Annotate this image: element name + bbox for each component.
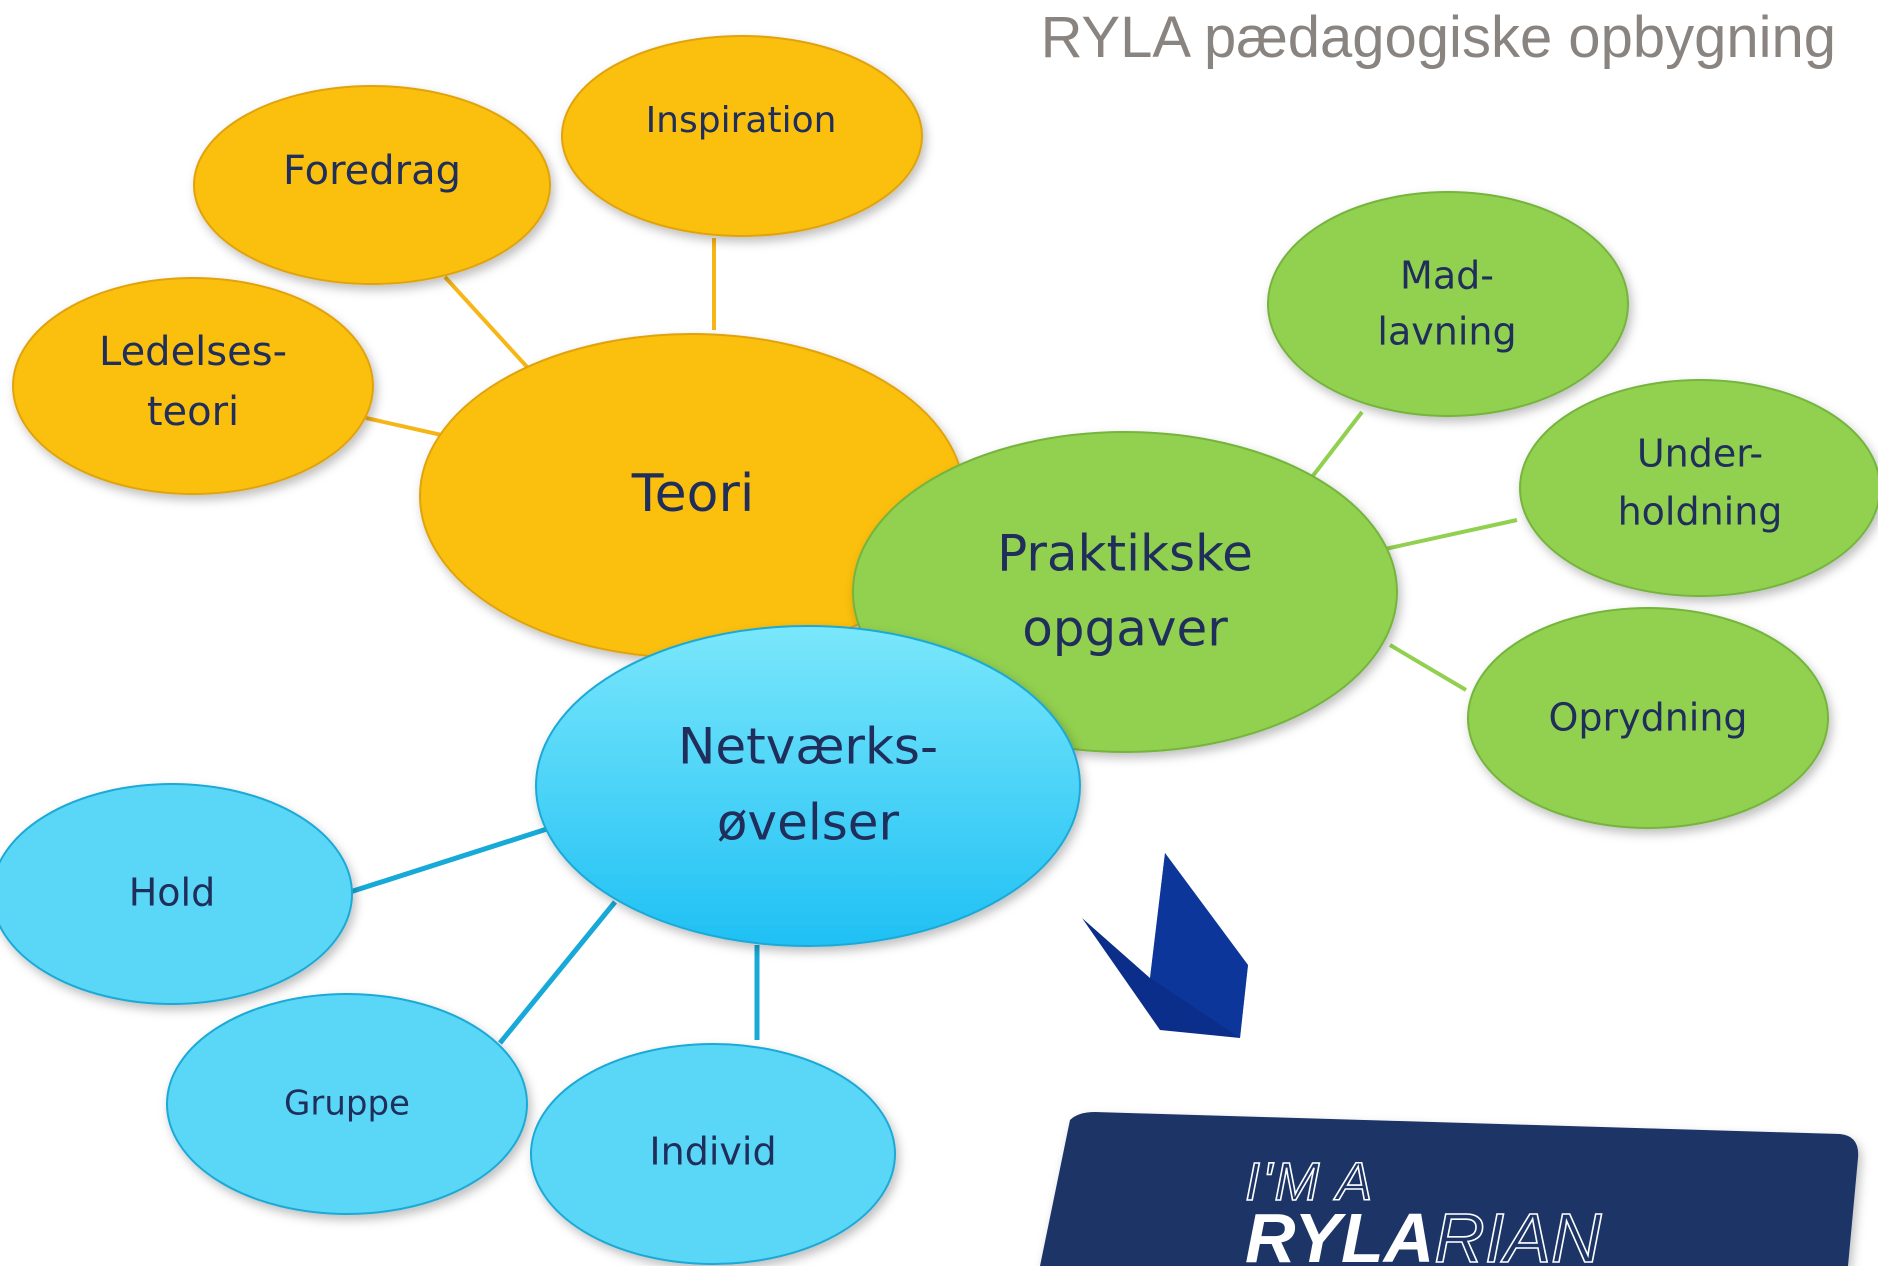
bubble-gruppe: [166, 993, 528, 1215]
bubble-inspiration: [561, 35, 923, 237]
bubble-oprydning: [1467, 607, 1829, 829]
label-individ: Individ: [649, 1130, 776, 1174]
praktikske-cluster: Praktikske opgaver Mad- lavning Under- h…: [852, 191, 1878, 829]
bubble-foredrag: [193, 85, 551, 285]
label-inspiration: Inspiration: [646, 100, 837, 141]
label-mad-line1: Mad-: [1400, 254, 1494, 298]
connector-foredrag: [443, 275, 530, 370]
badge-line2: RYLARIAN: [1245, 1199, 1602, 1266]
label-oprydning: Oprydning: [1548, 696, 1747, 740]
label-praktikske-line1: Praktikske: [997, 525, 1253, 583]
chevron-down-arrow-icon: [1082, 853, 1248, 1038]
label-foredrag: Foredrag: [283, 148, 461, 194]
teori-cluster: Foredrag Inspiration Ledelses- teori Teo…: [12, 35, 965, 659]
hub-netvaerk: [535, 625, 1081, 947]
label-teori: Teori: [631, 464, 755, 524]
bubble-underholdning: [1519, 379, 1878, 597]
label-ledelses-line2: teori: [147, 389, 239, 435]
rylarian-badge: I'M A RYLARIAN: [1040, 1112, 1859, 1266]
label-under-line2: holdning: [1618, 490, 1783, 534]
label-mad-line2: lavning: [1377, 310, 1516, 354]
label-hold: Hold: [129, 871, 216, 915]
connector-ledelses: [365, 416, 447, 438]
connector-hold: [349, 825, 551, 895]
label-gruppe: Gruppe: [284, 1084, 410, 1124]
bubble-hold: [0, 783, 353, 1005]
badge-line2-bold: RYLA: [1245, 1199, 1434, 1266]
label-netvaerk-line2: øvelser: [717, 794, 900, 852]
connector-under: [1384, 518, 1518, 551]
bubble-individ: [530, 1043, 896, 1265]
label-netvaerk-line1: Netværks-: [678, 718, 938, 776]
label-ledelses-line1: Ledelses-: [99, 329, 287, 375]
page-title: RYLA pædagogiske opbygning: [1040, 5, 1836, 70]
netvaerk-cluster: Hold Gruppe Individ Netværks- øvelser: [0, 625, 1081, 1265]
label-under-line1: Under-: [1637, 432, 1763, 476]
badge-line1: I'M A: [1245, 1152, 1374, 1212]
connector-oprydning: [1388, 643, 1468, 692]
connector-mad: [1310, 410, 1364, 479]
badge-line2-light: RIAN: [1434, 1199, 1602, 1266]
connector-gruppe: [498, 900, 617, 1045]
bubble-madlavning: [1267, 191, 1629, 417]
connectors: [349, 238, 1518, 1045]
bubble-ledelsesteori: [12, 277, 374, 495]
label-praktikske-line2: opgaver: [1022, 600, 1228, 658]
